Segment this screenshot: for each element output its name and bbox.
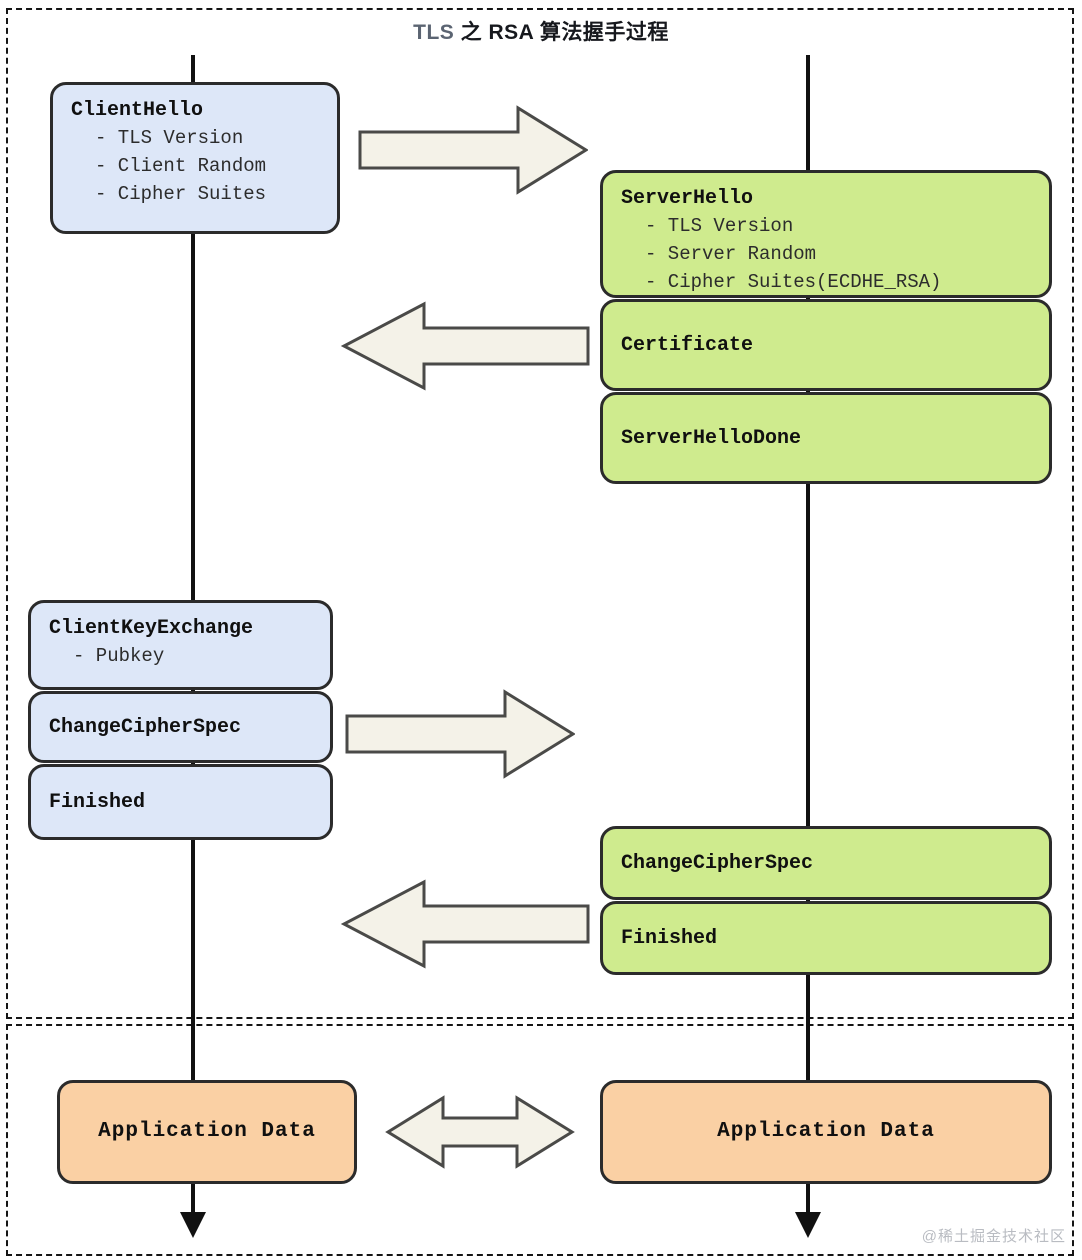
message-box-client-key-exchange[interactable]: ClientKeyExchange - Pubkey	[28, 600, 333, 690]
box-title: ClientKeyExchange	[49, 617, 254, 640]
server-lifeline-arrowhead-icon	[795, 1212, 821, 1238]
title-rest: 之 RSA 算法握手过程	[454, 21, 669, 44]
arrow-bidirectional-application-data-icon	[385, 1092, 575, 1172]
box-line: - Pubkey	[73, 645, 165, 667]
box-line: - Cipher Suites(ECDHE_RSA)	[645, 271, 942, 294]
application-data-phase-region	[6, 1024, 1074, 1256]
title-accent-word: TLS	[413, 21, 455, 44]
box-title: ServerHello	[621, 187, 754, 210]
client-lifeline-arrowhead-icon	[180, 1212, 206, 1238]
box-title: ClientHello	[71, 99, 204, 122]
message-box-certificate[interactable]: Certificate	[600, 299, 1052, 391]
arrow-right-client-hello-icon	[358, 104, 588, 196]
message-box-server-change-cipher-spec[interactable]: ChangeCipherSpec	[600, 826, 1052, 900]
box-line: - TLS Version	[645, 215, 794, 237]
message-box-client-finished[interactable]: Finished	[28, 764, 333, 840]
message-box-application-data-client[interactable]: Application Data	[57, 1080, 357, 1184]
box-title: ChangeCipherSpec	[621, 851, 814, 875]
message-box-server-hello[interactable]: ServerHello - TLS Version - Server Rando…	[600, 170, 1052, 298]
box-title: ServerHelloDone	[621, 426, 802, 450]
arrow-right-client-key-exchange-icon	[345, 688, 575, 780]
box-title: Application Data	[98, 1119, 316, 1143]
box-title: Certificate	[621, 333, 754, 357]
arrow-left-server-finished-icon	[340, 878, 590, 970]
message-box-client-change-cipher-spec[interactable]: ChangeCipherSpec	[28, 691, 333, 763]
message-box-server-finished[interactable]: Finished	[600, 901, 1052, 975]
page-title: TLS 之 RSA 算法握手过程	[0, 16, 1082, 46]
box-title: ChangeCipherSpec	[49, 715, 242, 739]
box-title: Finished	[49, 790, 146, 814]
box-title: Finished	[621, 926, 718, 950]
watermark: @稀土掘金技术社区	[921, 1228, 1066, 1245]
message-box-client-hello[interactable]: ClientHello - TLS Version - Client Rando…	[50, 82, 340, 234]
message-box-application-data-server[interactable]: Application Data	[600, 1080, 1052, 1184]
server-lifeline	[806, 55, 810, 1215]
box-line: - Client Random	[95, 155, 267, 178]
arrow-left-server-hello-icon	[340, 300, 590, 392]
message-box-server-hello-done[interactable]: ServerHelloDone	[600, 392, 1052, 484]
box-line: - TLS Version	[95, 127, 244, 149]
box-title: Application Data	[717, 1119, 935, 1143]
box-line: - Server Random	[645, 243, 817, 266]
box-line: - Cipher Suites	[95, 183, 267, 206]
handshake-phase-region	[6, 8, 1074, 1019]
